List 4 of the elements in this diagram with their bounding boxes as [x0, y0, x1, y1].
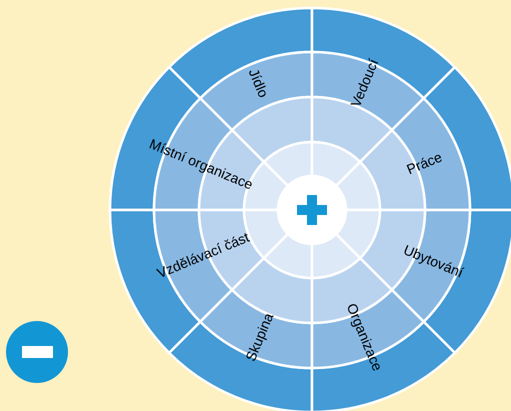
wheel-sector — [108, 66, 290, 212]
sector-label: Práce — [405, 150, 444, 177]
sector-label: Jídlo — [247, 66, 272, 99]
wheel-sector — [310, 6, 456, 188]
